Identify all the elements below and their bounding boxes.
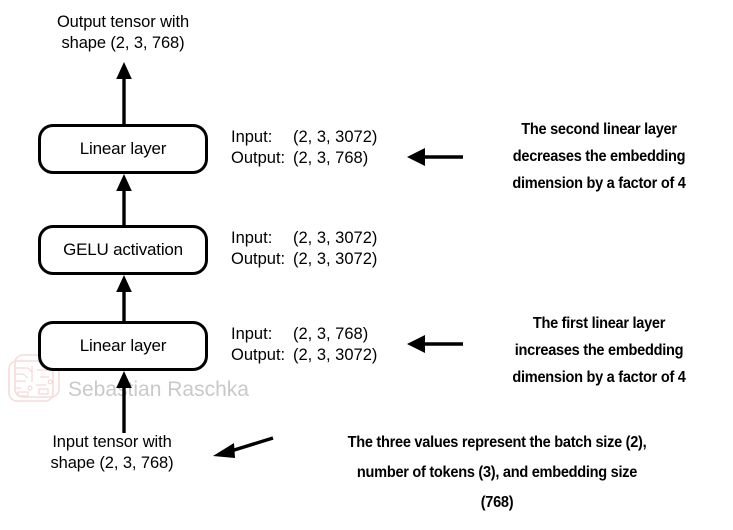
io-input-row: Input: (2, 3, 3072) (231, 127, 377, 148)
raschka-logo-icon (8, 354, 60, 402)
node-label: Linear layer (79, 336, 167, 355)
node-linear-layer-second[interactable]: Linear layer (38, 124, 208, 174)
annotation-shape-meaning: The three values represent the batch siz… (347, 434, 647, 511)
io-output-key: Output: (231, 149, 286, 167)
io-input-row: Input: (2, 3, 768) (231, 324, 377, 345)
io-input-value: (2, 3, 3072) (293, 229, 378, 247)
io-input-row: Input: (2, 3, 3072) (231, 228, 377, 249)
io-output-key: Output: (231, 250, 286, 268)
output-tensor-label: Output tensor with shape (2, 3, 768) (56, 13, 190, 52)
io-input-value: (2, 3, 768) (293, 325, 369, 343)
pointer-arrow-second-linear-note (407, 148, 463, 166)
input-tensor-label: Input tensor with shape (2, 3, 768) (50, 433, 174, 472)
node-label: GELU activation (63, 240, 183, 259)
connector-arrow-to-output (116, 62, 132, 126)
node-label: Linear layer (79, 139, 167, 158)
io-input-key: Input: (231, 325, 273, 343)
io-shapes-linear-second: Input: (2, 3, 3072) Output: (2, 3, 768) (231, 127, 377, 169)
io-input-value: (2, 3, 3072) (293, 128, 378, 146)
io-output-row: Output: (2, 3, 3072) (231, 345, 377, 366)
io-input-key: Input: (231, 128, 273, 146)
io-shapes-gelu: Input: (2, 3, 3072) Output: (2, 3, 3072) (231, 228, 377, 270)
io-shapes-linear-first: Input: (2, 3, 768) Output: (2, 3, 3072) (231, 324, 377, 366)
io-output-row: Output: (2, 3, 3072) (231, 249, 377, 270)
node-linear-layer-first[interactable]: Linear layer (38, 321, 208, 371)
io-output-value: (2, 3, 3072) (293, 346, 378, 364)
io-output-row: Output: (2, 3, 768) (231, 148, 377, 169)
watermark-text: Sebastian Raschka (68, 378, 249, 401)
connector-arrow-input-to-linear-first (116, 371, 132, 433)
pointer-arrow-shape-meaning-note (213, 436, 274, 458)
annotation-first-linear-layer: The first linear layer increases the emb… (512, 315, 686, 386)
connector-arrow-linear-first-to-gelu (116, 275, 132, 325)
connector-arrow-gelu-to-linear-second (116, 174, 132, 226)
io-input-key: Input: (231, 229, 273, 247)
io-output-key: Output: (231, 346, 286, 364)
node-gelu-activation[interactable]: GELU activation (38, 225, 208, 275)
pointer-arrow-first-linear-note (407, 335, 463, 353)
io-output-value: (2, 3, 768) (293, 149, 369, 167)
io-output-value: (2, 3, 3072) (293, 250, 378, 268)
annotation-second-linear-layer: The second linear layer decreases the em… (512, 121, 686, 192)
